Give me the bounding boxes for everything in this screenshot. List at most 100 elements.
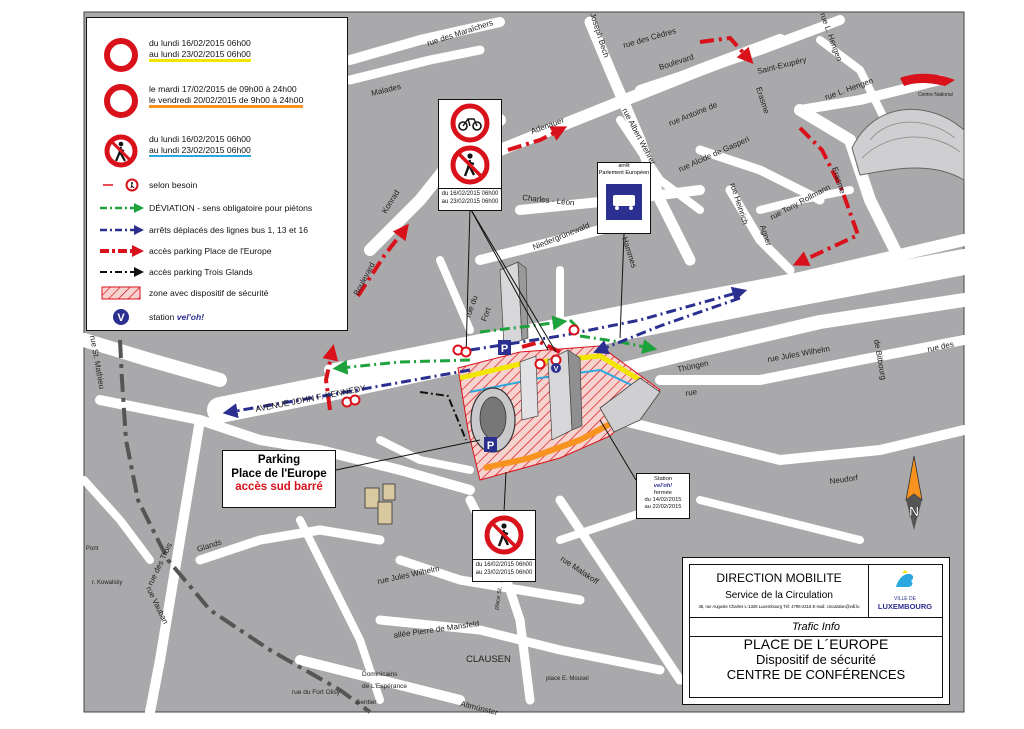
- org-address: 38, rue Auguste Charles L-1326 Luxembour…: [698, 604, 860, 609]
- map-no-pedestrian-markers: [341, 324, 580, 408]
- city-logo: VILLE DE LUXEMBOURG: [868, 565, 942, 617]
- no-pedestrian-sign-icon: [104, 134, 138, 168]
- no-pedestrian-sign-icon: [450, 145, 490, 185]
- legend-orange-line2: le vendredi 20/02/2015 de 9h00 à 24h00: [149, 95, 304, 108]
- legend-yellow-line2: au lundi 23/02/2015 06h00: [149, 49, 251, 62]
- sign-panel-top: du 16/02/2015 06h00 au 23/02/2015 06h00: [438, 99, 502, 211]
- veloh-brand: vel'oh!: [176, 312, 205, 322]
- legend-ped-line1: du lundi 16/02/2015 06h00: [149, 134, 251, 144]
- leader-lines: [335, 207, 637, 513]
- legend-orange-line1: le mardi 17/02/2015 de 09h00 à 24h00: [149, 84, 297, 94]
- legend-item-deviation: DÉVIATION - sens obligatoire pour piéton…: [93, 202, 312, 214]
- callout-line3: accès sud barré: [235, 481, 323, 493]
- legend-zone-label: zone avec dispositif de sécurité: [149, 288, 269, 298]
- black-dashdot-route: [118, 339, 372, 714]
- logo-big-text: LUXEMBOURG: [877, 602, 933, 611]
- legend-item-black-access: accès parking Trois Glands: [93, 266, 253, 278]
- callout-line2: Place de l'Europe: [231, 467, 327, 480]
- map-veloh-marker: [551, 363, 561, 373]
- org-block: DIRECTION MOBILITE Service de la Circula…: [690, 565, 869, 617]
- street-rue-n: rue: [685, 387, 698, 398]
- street-pont: Pont: [86, 546, 99, 552]
- parking-callout: Parking Place de l'Europe accès sud barr…: [222, 450, 336, 508]
- red-access-route: [322, 35, 861, 411]
- title-block: DIRECTION MOBILITE Service de la Circula…: [682, 557, 950, 705]
- street-dominicains: Dominicains: [362, 671, 398, 678]
- black-dashdot-access: [419, 391, 467, 441]
- legend-black-access-label: accès parking Trois Glands: [149, 267, 253, 277]
- legend-red-access-label: accès parking Place de l'Europe: [149, 246, 272, 256]
- compass-label: N: [909, 503, 919, 519]
- street-kowalsky: r. Kowalsky: [92, 580, 122, 586]
- blue-bus-route: [222, 286, 748, 419]
- street-neudorf: Neudorf: [829, 473, 859, 486]
- bottom-sign-date2: au 23/02/2015 06h00: [475, 569, 533, 576]
- luxembourg-lion-icon: [896, 570, 914, 587]
- station-line3: du 14/02/2015: [644, 497, 682, 503]
- sign-panel-bottom: du 16/02/2015 06h00 au 23/02/2015 06h00: [472, 510, 536, 582]
- svg-text:V: V: [117, 312, 125, 324]
- map-title: PLACE DE L´EUROPE Dispositif de sécurité…: [690, 636, 942, 683]
- legend-item-veloh: V station vel'oh!: [93, 308, 204, 326]
- street-sentier: Sentier: [356, 699, 377, 706]
- arret-line1: arrêt: [618, 163, 630, 169]
- callout-line1: Parking: [257, 454, 301, 466]
- legend-selon-besoin: selon besoin: [149, 180, 198, 190]
- map-title-line2: Dispositif de sécurité: [756, 652, 876, 667]
- street-fort-olisy: rue du Fort Olisy: [292, 689, 341, 696]
- green-dashed-arrow-icon: [100, 203, 144, 213]
- legend-item-red-access: accès parking Place de l'Europe: [93, 245, 272, 257]
- no-pedestrian-sign-icon: [484, 515, 524, 555]
- street-clausen: CLAUSEN: [466, 654, 511, 665]
- blue-dashed-arrow-icon: [100, 225, 144, 235]
- org-service: Service de la Circulation: [725, 590, 833, 601]
- trafic-info: Trafic Info: [690, 617, 942, 637]
- logo-small-text: VILLE DE: [894, 596, 916, 602]
- svg-text:P: P: [501, 343, 508, 355]
- top-sign-date1: du 16/02/2015 06h00: [441, 191, 499, 197]
- station-line1: Station: [653, 476, 673, 482]
- arret-line2: Parlement Européen: [598, 169, 650, 176]
- closure-line-orange: [483, 421, 612, 471]
- bottom-sign-date1: du 16/02/2015 06h00: [475, 562, 533, 568]
- bus-stop-icon: [606, 184, 642, 220]
- street-esperance: de L'Espérance: [362, 683, 407, 690]
- station-brand: vel'oh!: [653, 483, 673, 489]
- legend-item-bus: arrêts déplacés des lignes bus 1, 13 et …: [93, 224, 308, 236]
- map-title-line1: PLACE DE L´EUROPE: [743, 636, 889, 652]
- compass-icon: [905, 455, 923, 530]
- legend-deviation-label: DÉVIATION - sens obligatoire pour piéton…: [149, 203, 313, 213]
- legend-bus-label: arrêts déplacés des lignes bus 1, 13 et …: [149, 225, 309, 235]
- legend-item-selon-besoin: selon besoin: [93, 178, 197, 192]
- no-bicycle-sign-icon: [450, 103, 490, 143]
- org-name: DIRECTION MOBILITE: [716, 571, 842, 585]
- black-dashdot-arrow-icon: [100, 267, 144, 277]
- trois-glands-towers: [364, 483, 396, 525]
- street-place-st: place St.: [494, 586, 504, 610]
- legend-item-zone: zone avec dispositif de sécurité: [93, 286, 268, 300]
- legend-yellow-line1: du lundi 16/02/2015 06h00: [149, 38, 251, 48]
- building-towers: [470, 261, 661, 453]
- svg-text:V: V: [554, 366, 559, 373]
- veloh-station-panel: Station vel'oh! fermée du 14/02/2015 au …: [636, 473, 690, 519]
- no-entry-sign-icon: [104, 84, 138, 118]
- veloh-station-icon: V: [113, 309, 129, 325]
- road-network: [77, 15, 977, 717]
- no-pedestrian-small-icon: [103, 178, 139, 192]
- svg-text:P: P: [487, 440, 494, 452]
- station-line4: au 22/02/2015: [644, 504, 682, 510]
- parking-signs: P P: [484, 340, 511, 452]
- street-centre-national: Centre National: [918, 92, 953, 98]
- hatched-zone-icon: [101, 286, 141, 300]
- map-title-line3: CENTRE DE CONFÉRENCES: [726, 667, 906, 682]
- legend-ped-line2: au lundi 23/02/2015 06h00: [149, 145, 251, 157]
- legend-station-label: station: [149, 312, 175, 322]
- station-line2: fermée: [653, 490, 673, 496]
- red-dashed-arrow-icon: [100, 245, 144, 257]
